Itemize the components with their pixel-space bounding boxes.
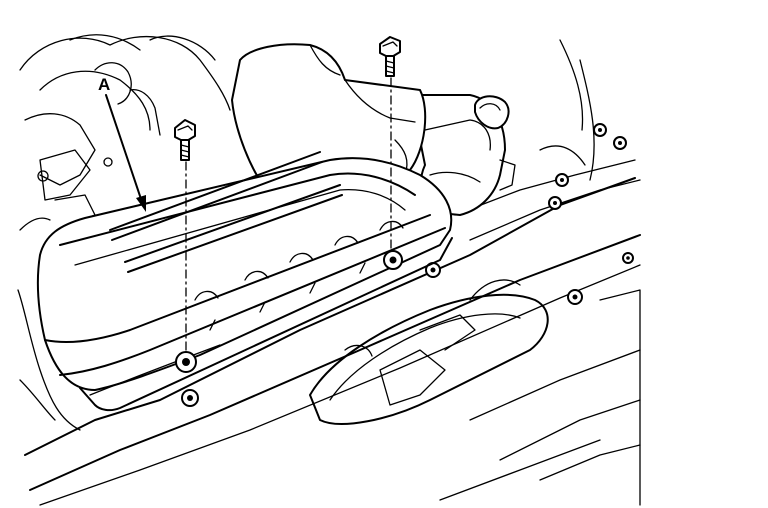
bolt-left <box>174 119 196 161</box>
callout-leader-a <box>105 94 146 212</box>
engine-bay-background <box>17 34 231 431</box>
bolt-right <box>379 36 401 77</box>
radiator-support-panel <box>24 39 641 506</box>
bolt-alignment-lines <box>185 77 392 353</box>
callout-label-a: A <box>98 75 111 94</box>
air-cleaner-cover <box>36 43 453 412</box>
